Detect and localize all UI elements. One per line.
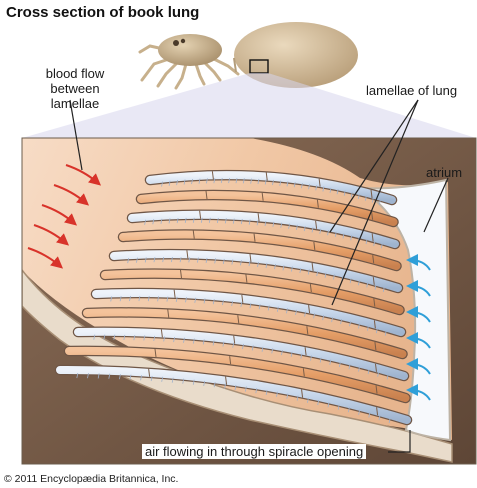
lamellae-label: lamellae of lung (366, 83, 457, 98)
blood-flow-label: blood flow between lamellae (30, 66, 120, 111)
air-flow-label: air flowing in through spiracle opening (142, 444, 366, 459)
spider-cephalothorax (158, 34, 222, 66)
blood-flow-label-line1: blood flow (30, 66, 120, 81)
spider-eye (173, 40, 179, 46)
blood-flow-label-line2: between lamellae (30, 81, 120, 111)
atrium-label: atrium (426, 165, 462, 180)
copyright-text: © 2011 Encyclopædia Britannica, Inc. (4, 473, 178, 485)
